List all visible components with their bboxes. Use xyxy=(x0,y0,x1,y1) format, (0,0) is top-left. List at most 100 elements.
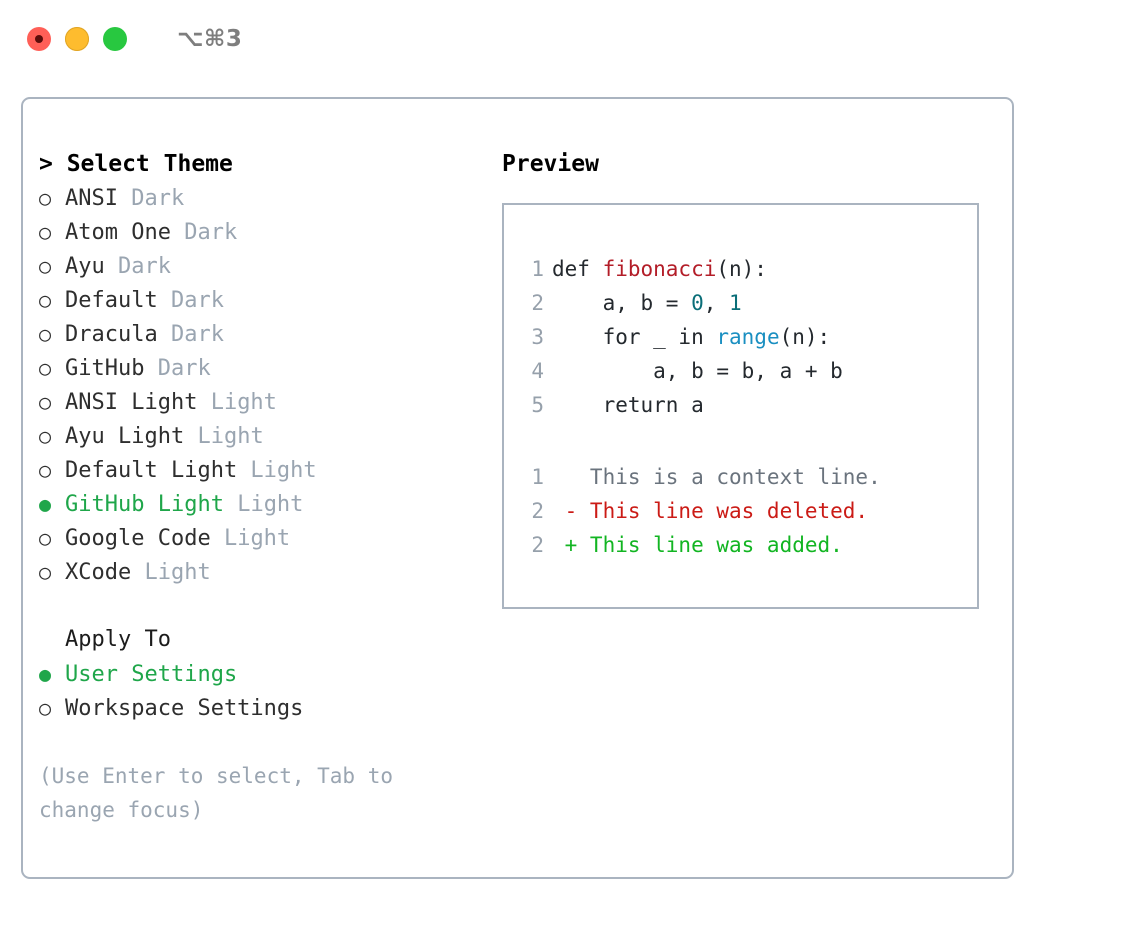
radio-unselected-icon[interactable]: ○ xyxy=(39,424,52,448)
theme-variant-label: Light xyxy=(131,560,211,585)
code-line-4: 5 return a xyxy=(522,388,977,422)
line-content: This is a context line. xyxy=(552,460,881,494)
line-content: for _ in range(n): xyxy=(552,320,831,354)
theme-name: Google Code xyxy=(65,526,211,551)
token: def xyxy=(552,257,603,281)
token: a, b = b, a + b xyxy=(552,359,843,383)
radio-unselected-icon[interactable]: ○ xyxy=(39,254,52,278)
code-line-2: 3 for _ in range(n): xyxy=(522,320,977,354)
apply-to-name: Workspace Settings xyxy=(65,696,304,721)
theme-name: Ayu Light xyxy=(65,424,185,449)
token: return a xyxy=(552,393,704,417)
theme-variant-label: Dark xyxy=(117,186,185,211)
radio-unselected-icon[interactable]: ○ xyxy=(39,186,52,210)
keyboard-shortcut-label: ⌥⌘3 xyxy=(177,26,243,52)
theme-name: Atom One xyxy=(65,220,171,245)
line-number: 1 xyxy=(531,257,544,281)
theme-name: Default xyxy=(65,288,158,313)
theme-variant-label: Dark xyxy=(104,254,171,279)
token: 0 xyxy=(691,291,704,315)
radio-unselected-icon[interactable]: ○ xyxy=(39,356,52,380)
token: range xyxy=(716,325,780,349)
radio-unselected-icon[interactable]: ○ xyxy=(39,458,52,482)
token: (n): xyxy=(716,257,767,281)
theme-list[interactable]: ○ANSI Dark○Atom One Dark○Ayu Dark○Defaul… xyxy=(39,181,499,589)
radio-unselected-icon[interactable]: ○ xyxy=(39,288,52,312)
line-number: 2 xyxy=(531,291,544,315)
radio-selected-icon[interactable]: ● xyxy=(39,492,52,516)
apply-to-list[interactable]: ● User Settings ○ Workspace Settings xyxy=(39,657,499,725)
diff-line-2: 2 + This line was added. xyxy=(522,528,977,562)
diff-line-0: 1 This is a context line. xyxy=(522,460,977,494)
theme-name: GitHub xyxy=(65,356,145,381)
theme-variant-label: Light xyxy=(184,424,264,449)
radio-unselected-icon[interactable]: ○ xyxy=(39,696,52,720)
main-panel: > Select Theme ○ANSI Dark○Atom One Dark○… xyxy=(21,97,1014,879)
line-content: a, b = 0, 1 xyxy=(552,286,742,320)
apply-to-heading: Apply To xyxy=(65,627,171,652)
diff-preview: 1 This is a context line.2 - This line w… xyxy=(522,460,977,562)
theme-item-8[interactable]: ○Default Light Light xyxy=(39,453,499,487)
radio-unselected-icon[interactable]: ○ xyxy=(39,390,52,414)
theme-name: ANSI Light xyxy=(65,390,198,415)
line-number: 2 xyxy=(531,533,544,557)
code-line-0: 1 def fibonacci(n): xyxy=(522,252,977,286)
list-spacer xyxy=(39,589,499,623)
theme-item-4[interactable]: ○Dracula Dark xyxy=(39,317,499,351)
theme-name: Default Light xyxy=(65,458,238,483)
theme-item-10[interactable]: ○Google Code Light xyxy=(39,521,499,555)
preview-heading: Preview xyxy=(502,151,599,177)
line-number: 3 xyxy=(531,325,544,349)
token: , xyxy=(703,291,730,315)
radio-unselected-icon[interactable]: ○ xyxy=(39,322,52,346)
line-number: 5 xyxy=(531,393,544,417)
panel-columns: > Select Theme ○ANSI Dark○Atom One Dark○… xyxy=(23,99,1012,877)
line-number: 2 xyxy=(531,499,544,523)
minimize-button[interactable] xyxy=(65,27,89,51)
theme-item-0[interactable]: ○ ANSI Dark xyxy=(39,181,499,215)
token: - This line was deleted. xyxy=(552,499,869,523)
theme-item-9[interactable]: ●GitHub Light Light xyxy=(39,487,499,521)
radio-unselected-icon[interactable]: ○ xyxy=(39,220,52,244)
line-number: 4 xyxy=(531,359,544,383)
radio-selected-icon[interactable]: ● xyxy=(39,662,52,686)
theme-selector-column: > Select Theme ○ANSI Dark○Atom One Dark○… xyxy=(39,147,499,827)
radio-unselected-icon[interactable]: ○ xyxy=(39,526,52,550)
code-line-3: 4 a, b = b, a + b xyxy=(522,354,977,388)
theme-item-5[interactable]: ○ GitHub Dark xyxy=(39,351,499,385)
line-content: a, b = b, a + b xyxy=(552,354,843,388)
theme-item-1[interactable]: ○ Atom One Dark xyxy=(39,215,499,249)
theme-item-3[interactable]: ○ Default Dark xyxy=(39,283,499,317)
apply-to-item-0[interactable]: ● User Settings xyxy=(39,657,499,691)
theme-variant-label: Dark xyxy=(144,356,211,381)
code-line-1: 2 a, b = 0, 1 xyxy=(522,286,977,320)
theme-variant-label: Dark xyxy=(170,220,238,245)
apply-to-name: User Settings xyxy=(65,662,238,687)
line-content: def fibonacci(n): xyxy=(552,252,767,286)
line-number: 1 xyxy=(531,465,544,489)
theme-variant-label: Light xyxy=(197,390,277,415)
theme-variant-label: Dark xyxy=(157,288,224,313)
token: 1 xyxy=(729,291,742,315)
token: for _ in xyxy=(552,325,717,349)
token: This is a context line. xyxy=(552,465,881,489)
line-content: + This line was added. xyxy=(552,528,843,562)
diff-line-1: 2 - This line was deleted. xyxy=(522,494,977,528)
maximize-button[interactable] xyxy=(103,27,127,51)
theme-item-11[interactable]: ○XCode Light xyxy=(39,555,499,589)
token: a, b = xyxy=(552,291,692,315)
theme-variant-label: Dark xyxy=(157,322,224,347)
close-button[interactable] xyxy=(27,27,51,51)
theme-item-6[interactable]: ○ ANSI Light Light xyxy=(39,385,499,419)
theme-item-7[interactable]: ○ Ayu Light Light xyxy=(39,419,499,453)
apply-to-item-1[interactable]: ○ Workspace Settings xyxy=(39,691,499,725)
theme-name: ANSI xyxy=(65,186,118,211)
radio-unselected-icon[interactable]: ○ xyxy=(39,560,52,584)
theme-variant-label: Light xyxy=(223,492,304,517)
theme-item-2[interactable]: ○Ayu Dark xyxy=(39,249,499,283)
select-theme-heading: > Select Theme xyxy=(39,151,233,177)
window-controls xyxy=(27,27,127,51)
